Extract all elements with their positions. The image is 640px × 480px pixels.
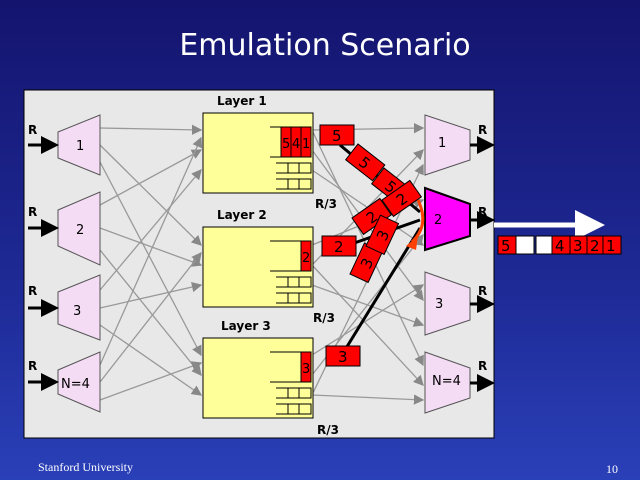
output-packet-label: 1 xyxy=(606,237,616,255)
input-label: 2 xyxy=(76,223,84,238)
slide-title: Emulation Scenario xyxy=(179,28,471,63)
layer-3: Layer 3 3 xyxy=(202,319,314,419)
output-rate: R xyxy=(478,205,487,219)
output-port-3: 3 xyxy=(424,271,471,336)
output-rate: R xyxy=(478,359,487,373)
output-packet-label: 5 xyxy=(501,237,511,255)
output-port-1: 1 xyxy=(424,114,471,176)
output-port-4: N=4 xyxy=(424,351,471,414)
packet-label: 2 xyxy=(334,238,344,256)
output-label: 1 xyxy=(438,136,446,151)
empty-queue xyxy=(276,178,312,190)
queued-packet xyxy=(300,126,312,158)
empty-queue xyxy=(276,292,312,304)
layer-box xyxy=(202,226,314,308)
output-rate: R xyxy=(478,284,487,298)
queued-packet xyxy=(300,351,312,383)
packet-in-flight: 2 xyxy=(381,179,423,218)
layer-2: Layer 2 2 xyxy=(202,208,314,308)
input-rate: R xyxy=(28,359,37,373)
layer-box xyxy=(202,337,314,419)
packet-in-flight: 3 xyxy=(325,345,361,367)
layer-rate: R/3 xyxy=(315,197,337,211)
output-label: 3 xyxy=(435,297,443,312)
output-empty-slot xyxy=(515,235,535,255)
layer-label: Layer 3 xyxy=(221,319,271,333)
input-label: N=4 xyxy=(61,377,90,392)
output-packet-label: 4 xyxy=(555,237,565,255)
layer-rate: R/3 xyxy=(313,311,335,325)
layer-label: Layer 2 xyxy=(217,208,267,222)
output-packet-label: 3 xyxy=(573,237,583,255)
output-empty-slot xyxy=(535,235,553,255)
layer-rate: R/3 xyxy=(317,423,339,437)
packet-in-flight: 3 xyxy=(349,242,384,284)
output-label: 2 xyxy=(434,213,442,228)
packet-in-flight: 2 xyxy=(321,235,357,257)
input-arrows xyxy=(28,136,59,391)
input-label: 3 xyxy=(73,304,81,319)
empty-queue xyxy=(276,276,312,288)
queued-packet-label: 3 xyxy=(302,362,310,377)
output-rate: R xyxy=(478,123,487,137)
layer-label: Layer 1 xyxy=(217,94,267,108)
packet-in-flight: 3 xyxy=(365,214,400,256)
packet-label: 3 xyxy=(338,348,348,366)
output-arrows xyxy=(470,136,495,392)
queued-packet-label: 4 xyxy=(292,137,300,152)
empty-queue xyxy=(276,387,312,399)
output-packet-label: 2 xyxy=(590,237,600,255)
output-packet xyxy=(602,235,622,255)
queued-packet-label: 1 xyxy=(302,137,310,152)
rotation-arrowhead-icon xyxy=(406,236,418,250)
output-port-2: 2 xyxy=(424,186,471,252)
queued-packet-label: 2 xyxy=(302,251,310,266)
input-label: 1 xyxy=(76,139,84,154)
footer-institution: Stanford University xyxy=(38,460,133,474)
packet-label: 5 xyxy=(332,127,342,145)
input-rate: R xyxy=(28,123,37,137)
queued-packet xyxy=(300,240,312,272)
output-label: N=4 xyxy=(432,374,461,389)
packet-in-flight: 5 xyxy=(344,143,386,182)
empty-queue xyxy=(276,162,312,174)
empty-queue xyxy=(276,403,312,415)
input-port-4: N=4 xyxy=(57,351,101,413)
page-number: 10 xyxy=(606,462,618,476)
input-rate: R xyxy=(28,205,37,219)
queued-packet-label: 5 xyxy=(282,137,290,152)
input-rate: R xyxy=(28,284,37,298)
packet-in-flight: 5 xyxy=(319,124,355,146)
